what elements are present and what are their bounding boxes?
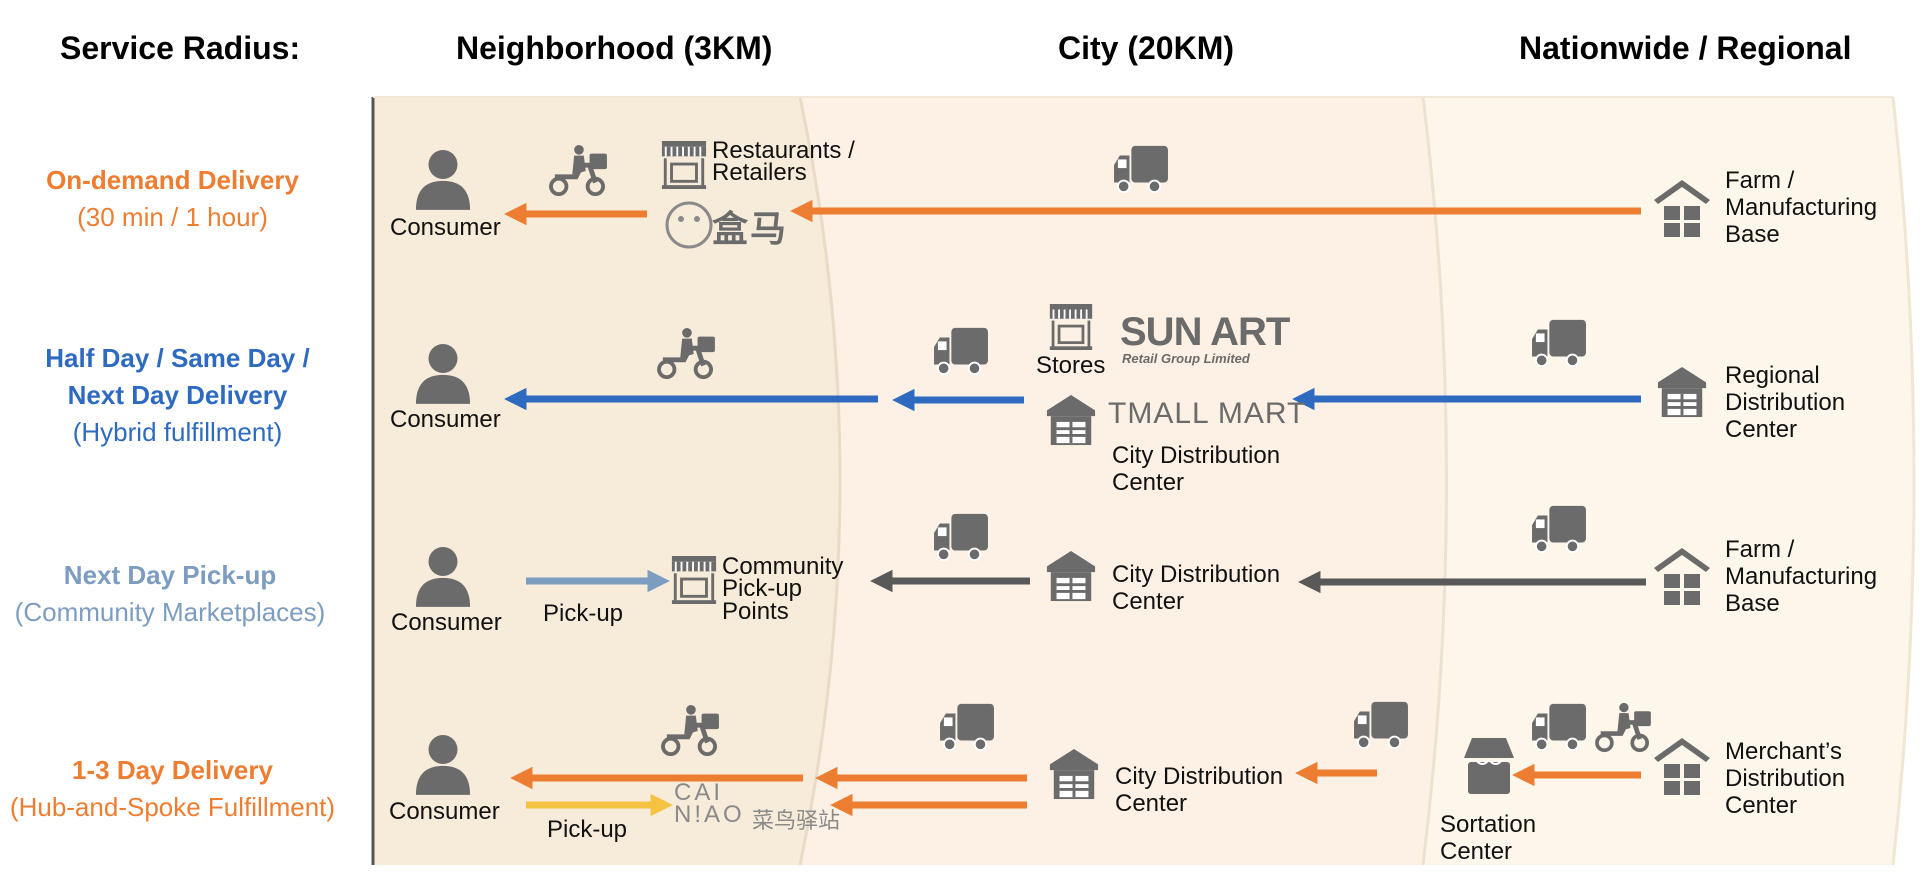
- neighborhood-header: Neighborhood (3KM): [456, 30, 773, 66]
- center-label: Center: [1112, 469, 1185, 496]
- sunart-logo: SUN ART: [1120, 310, 1290, 354]
- distribution-label: Distribution: [1725, 389, 1846, 416]
- zone-boundary-2: [1421, 96, 1448, 866]
- center-label: Center: [1112, 588, 1185, 615]
- row-title-line2: Next Day Delivery: [67, 380, 288, 410]
- nationwide-header: Nationwide / Regional: [1519, 30, 1852, 66]
- hema-hippo-icon: [665, 201, 713, 249]
- truck-icon: [1353, 700, 1409, 750]
- truck-icon: [1531, 504, 1587, 554]
- row-subtitle: (Hub-and-Spoke Fulfillment): [9, 792, 336, 822]
- row-subtitle: (Hybrid fulfillment): [72, 417, 283, 447]
- scooter-icon: [1597, 703, 1651, 750]
- consumer-label: Consumer: [391, 609, 502, 636]
- cainiao-logo-bottom: N!AO: [674, 801, 745, 828]
- retailers-label: Retailers: [712, 159, 807, 186]
- center-label: Center: [1725, 416, 1798, 443]
- row-label-on-demand: On-demand Delivery (30 min / 1 hour): [0, 162, 345, 236]
- row-title: Next Day Pick-up: [63, 560, 277, 590]
- restaurants-label: Restaurants /: [712, 137, 855, 164]
- points-label: Points: [722, 598, 789, 625]
- consumer-label: Consumer: [389, 798, 500, 825]
- store-icon: [670, 554, 718, 606]
- community-label: Community: [722, 553, 844, 580]
- truck-icon: [1531, 318, 1587, 368]
- scooter-icon: [551, 145, 607, 194]
- center-label: Center: [1115, 790, 1188, 817]
- center-label: Center: [1440, 838, 1513, 865]
- consumer-label: Consumer: [390, 214, 501, 241]
- truck-icon: [1531, 702, 1587, 752]
- person-icon: [415, 735, 471, 795]
- base-label: Base: [1725, 221, 1780, 248]
- row-title: 1-3 Day Delivery: [72, 755, 273, 785]
- row-subtitle: (30 min / 1 hour): [77, 202, 268, 232]
- zone-boundary-3: [1891, 96, 1916, 866]
- farm-icon: [1654, 548, 1710, 605]
- store-icon: [660, 139, 708, 191]
- row-label-pickup: Next Day Pick-up (Community Marketplaces…: [0, 557, 340, 631]
- base-label: Base: [1725, 590, 1780, 617]
- person-icon: [415, 344, 471, 404]
- farm-icon: [1654, 738, 1710, 795]
- farm-label: Farm /: [1725, 167, 1795, 194]
- city-distribution-label: City Distribution: [1112, 442, 1281, 469]
- person-icon: [415, 150, 471, 210]
- farm-icon: [1654, 180, 1710, 237]
- city-distribution-label: City Distribution: [1112, 561, 1281, 588]
- cainiao-logo-chinese: 菜鸟驿站: [752, 808, 841, 833]
- pickup-label: Pick-up: [547, 816, 628, 843]
- sortation-label: Sortation: [1440, 811, 1537, 838]
- consumer-label: Consumer: [390, 406, 501, 433]
- scooter-icon: [663, 705, 719, 754]
- cainiao-logo-top: CAI: [674, 779, 724, 806]
- regional-label: Regional: [1725, 362, 1820, 389]
- warehouse-icon: [1048, 747, 1100, 801]
- truck-icon: [939, 702, 995, 752]
- hema-logo: 盒马: [712, 208, 789, 249]
- warehouse-icon: [1045, 549, 1097, 603]
- store-icon: [1048, 302, 1094, 352]
- warehouse-icon: [1045, 393, 1097, 447]
- neighborhood-zone: [373, 97, 840, 865]
- nationwide-zone: [1423, 97, 1914, 865]
- warehouse-icon: [1656, 365, 1708, 419]
- zone-boundary-1: [798, 96, 842, 866]
- truck-icon: [933, 512, 989, 562]
- center-label: Center: [1725, 792, 1798, 819]
- sortation-icon: [1463, 737, 1515, 795]
- row-title: On-demand Delivery: [46, 165, 299, 195]
- row-label-hub-spoke: 1-3 Day Delivery (Hub-and-Spoke Fulfillm…: [0, 752, 345, 826]
- tmall-mart-logo: TMALL MART: [1108, 397, 1307, 430]
- truck-icon: [1113, 144, 1169, 194]
- scooter-icon: [659, 328, 715, 377]
- farm-label: Farm /: [1725, 536, 1795, 563]
- city-zone: [800, 97, 1447, 865]
- pickup-label: Pick-up: [543, 600, 624, 627]
- merchants-label: Merchant’s: [1725, 738, 1842, 765]
- community-pickup-label: Pick-up: [722, 575, 803, 602]
- stores-label: Stores: [1036, 352, 1106, 379]
- distribution-label: Distribution: [1725, 765, 1846, 792]
- sunart-logo-subtitle: Retail Group Limited: [1122, 351, 1250, 366]
- city-header: City (20KM): [1058, 30, 1235, 66]
- service-radius-header: Service Radius:: [60, 30, 301, 66]
- row-title: Half Day / Same Day /: [45, 343, 310, 373]
- truck-icon: [933, 326, 989, 376]
- person-icon: [415, 547, 471, 607]
- manufacturing-label: Manufacturing: [1725, 563, 1878, 590]
- row-label-same-day: Half Day / Same Day / Next Day Delivery …: [0, 340, 355, 451]
- row-subtitle: (Community Marketplaces): [14, 597, 326, 627]
- manufacturing-label: Manufacturing: [1725, 194, 1878, 221]
- city-distribution-label: City Distribution: [1115, 763, 1284, 790]
